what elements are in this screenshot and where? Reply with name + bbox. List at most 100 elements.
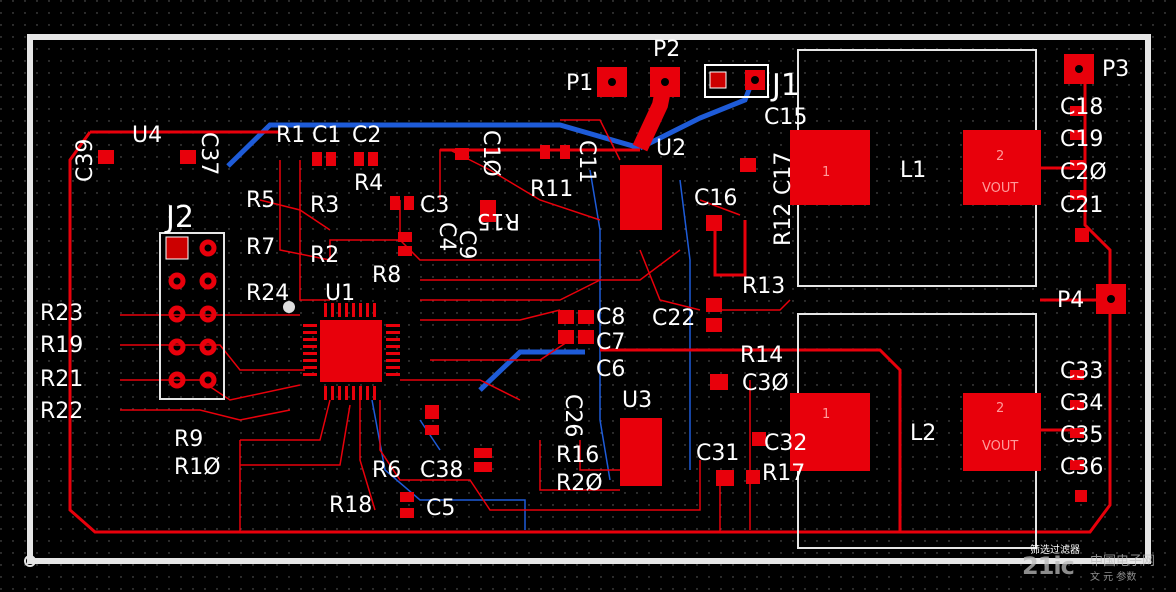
label-p2: P2	[653, 37, 680, 62]
label-r11: R11	[530, 177, 573, 202]
label-c11: C11	[574, 140, 599, 183]
label-c8: C8	[596, 305, 625, 330]
u2-body[interactable]	[620, 165, 662, 230]
u3-body[interactable]	[620, 418, 662, 486]
label-c15: C15	[764, 105, 807, 130]
label-j1: J1	[770, 68, 800, 103]
label-u3: U3	[622, 388, 652, 413]
label-r23: R23	[40, 301, 83, 326]
label-c4: C4	[434, 222, 459, 251]
j1-outline	[704, 64, 769, 98]
label-c35: C35	[1060, 423, 1103, 448]
label-u2: U2	[656, 136, 686, 161]
label-c37: C37	[196, 132, 221, 175]
l2-pin2-net: VOUT	[982, 439, 1018, 454]
label-u4: U4	[132, 123, 162, 148]
j1-pad-2-hole	[751, 76, 759, 84]
l2-pad-2[interactable]	[963, 393, 1041, 471]
origin-marker	[24, 555, 36, 567]
u1-pin1-marker	[283, 301, 295, 313]
label-c39: C39	[73, 139, 98, 182]
label-c34: C34	[1060, 391, 1103, 416]
label-p4: P4	[1057, 288, 1084, 313]
watermark-logo: 21ic	[1022, 552, 1075, 580]
label-r1: R1	[276, 123, 305, 148]
smd-pads	[98, 106, 1089, 518]
label-c33: C33	[1060, 359, 1103, 384]
watermark-sub: 文 元 参数	[1090, 572, 1137, 583]
label-c38: C38	[420, 458, 463, 483]
label-c21: C21	[1060, 193, 1103, 218]
p4-hole	[1107, 295, 1115, 303]
j2-pin-1[interactable]	[165, 236, 189, 260]
l2-pad-1[interactable]	[790, 393, 870, 471]
label-r2: R2	[310, 243, 339, 268]
label-c18: C18	[1060, 95, 1103, 120]
label-r13: R13	[742, 274, 785, 299]
label-r19: R19	[40, 333, 83, 358]
p3-hole	[1075, 65, 1083, 73]
label-l2: L2	[910, 421, 936, 446]
j1-pad-1[interactable]	[709, 71, 727, 89]
label-r5: R5	[246, 188, 275, 213]
label-r12: R12	[771, 203, 796, 246]
label-r3: R3	[310, 193, 339, 218]
label-r24: R24	[246, 281, 289, 306]
label-c30: C3Ø	[742, 371, 789, 396]
l2-pin2-number: 2	[996, 401, 1004, 416]
label-r7: R7	[246, 235, 275, 260]
label-r21: R21	[40, 367, 83, 392]
j2-outline	[159, 232, 225, 400]
label-c31: C31	[696, 441, 739, 466]
label-c10: C1Ø	[478, 130, 503, 177]
label-r4: R4	[354, 171, 383, 196]
p1-hole	[608, 78, 616, 86]
silkscreen-designators: P1 P2 P3 P4 J1 J2 L1 L2 U1 U2 U3 U4 R1 R…	[40, 37, 1129, 521]
label-c22: C22	[652, 306, 695, 331]
label-c2: C2	[352, 123, 381, 148]
l1-pad-2[interactable]	[963, 130, 1041, 205]
label-r20: R2Ø	[556, 471, 603, 496]
j2-pins	[168, 239, 217, 389]
label-c5: C5	[426, 496, 455, 521]
label-p3: P3	[1102, 57, 1129, 82]
label-c7: C7	[596, 330, 625, 355]
watermark-logo-cn: 中国电子网	[1090, 554, 1156, 569]
label-r14: R14	[740, 343, 783, 368]
label-r9: R9	[174, 427, 203, 452]
u1-body[interactable]	[320, 320, 382, 382]
watermark-caption: 筛选过滤器	[1030, 545, 1080, 556]
label-c16: C16	[694, 186, 737, 211]
u1-pins	[303, 303, 400, 400]
label-r15: R15	[477, 208, 520, 233]
label-r6: R6	[372, 458, 401, 483]
l2-pin1-number: 1	[822, 407, 830, 422]
label-r16: R16	[556, 443, 599, 468]
label-c32: C32	[764, 431, 807, 456]
l1-pin2-net: VOUT	[982, 181, 1018, 196]
l1-pad-1[interactable]	[790, 130, 870, 205]
board-outline	[27, 34, 1151, 564]
label-c1: C1	[312, 123, 341, 148]
label-l1: L1	[900, 158, 926, 183]
label-c36: C36	[1060, 455, 1103, 480]
label-c9: C9	[454, 230, 479, 259]
l1-pin1-number: 1	[822, 165, 830, 180]
label-c17: C17	[771, 152, 796, 195]
label-r10: R1Ø	[174, 455, 221, 480]
p2-hole	[661, 78, 669, 86]
label-c6: C6	[596, 357, 625, 382]
label-c3: C3	[420, 193, 449, 218]
label-c20: C2Ø	[1060, 160, 1107, 185]
label-u1: U1	[325, 281, 355, 306]
label-r17: R17	[762, 461, 805, 486]
bottom-layer-traces	[226, 81, 755, 392]
label-r18: R18	[329, 493, 372, 518]
label-j2: J2	[164, 200, 194, 235]
label-c26: C26	[560, 394, 585, 437]
label-r22: R22	[40, 399, 83, 424]
label-c19: C19	[1060, 127, 1103, 152]
label-p1: P1	[566, 71, 593, 96]
